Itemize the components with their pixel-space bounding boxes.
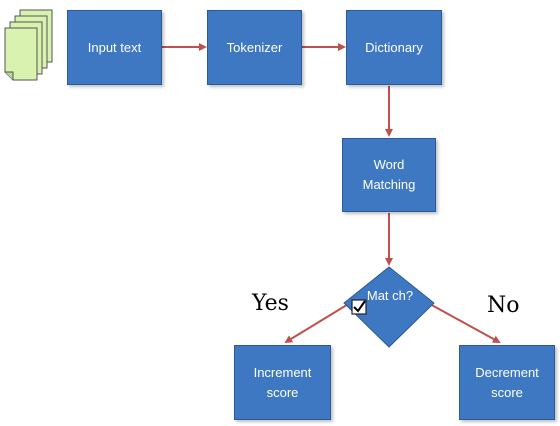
arrow-match-to-decrement	[427, 302, 501, 343]
match-decision-label: Mat ch?	[362, 287, 418, 305]
arrow-match-to-increment	[284, 302, 351, 344]
increment-score-label-line2: score	[266, 384, 299, 400]
input-text-node: Input text	[67, 10, 162, 85]
yes-branch-label: Yes	[252, 291, 289, 316]
input-text-label: Input text	[87, 39, 142, 55]
word-matching-label-line1: Word	[373, 157, 405, 172]
increment-score-label-line1: Increment	[253, 364, 312, 380]
decrement-score-label-line2: score	[491, 384, 523, 400]
no-branch-label: No	[487, 293, 520, 318]
tokenizer-label: Tokenizer	[226, 39, 283, 55]
dictionary-label: Dictionary	[365, 39, 423, 55]
match-label-line1: Mat	[366, 288, 389, 303]
dictionary-node: Dictionary	[346, 10, 442, 85]
word-matching-node: Word Matching	[342, 138, 436, 212]
increment-score-node: Increment score	[234, 345, 331, 420]
match-decision-diamond	[343, 266, 435, 348]
tokenizer-node: Tokenizer	[207, 10, 302, 85]
decrement-score-label-line1: Decrement	[475, 364, 539, 380]
checkbox-checked-icon	[351, 299, 367, 315]
match-label-line2: ch?	[392, 288, 414, 303]
word-matching-label-line2: Matching	[362, 177, 416, 192]
decrement-score-node: Decrement score	[459, 345, 555, 420]
document-stack-icon	[4, 9, 53, 81]
